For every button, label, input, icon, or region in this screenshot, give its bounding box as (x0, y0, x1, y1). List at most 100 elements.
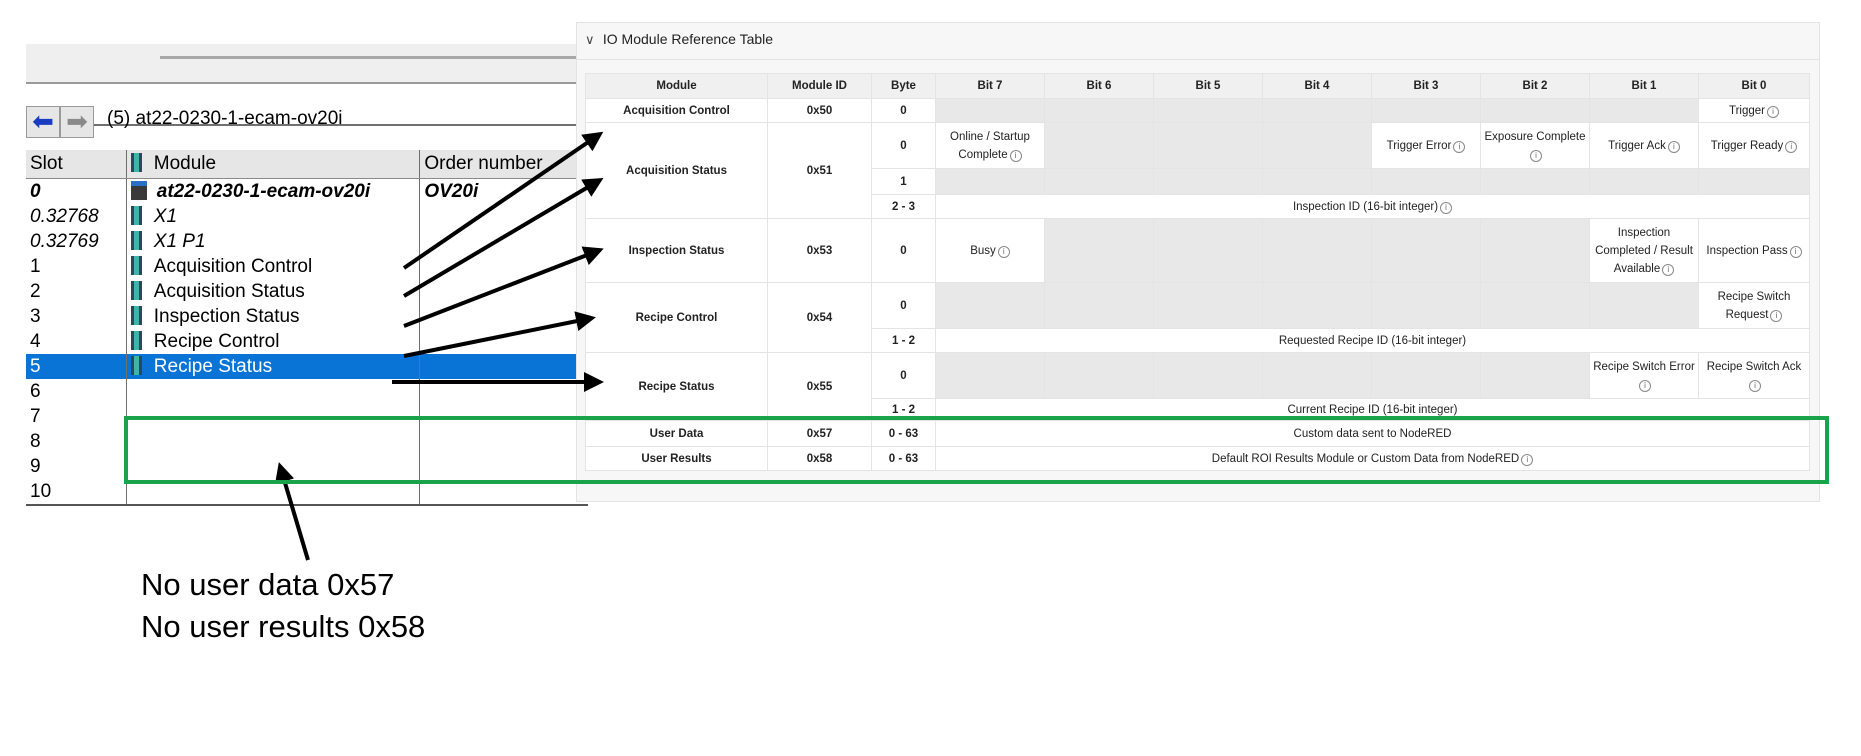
info-icon[interactable]: i (997, 245, 1010, 258)
info-icon[interactable]: i (1440, 201, 1453, 214)
table-row[interactable]: 0.32769 X1 P1 (26, 229, 588, 254)
module-id-cell: 0x55 (767, 352, 872, 421)
bit-label: Busy (970, 244, 996, 257)
module-cell: Recipe Control (126, 329, 421, 354)
slot-header[interactable]: Slot (26, 150, 127, 179)
module-icon (130, 305, 142, 325)
order-cell (420, 254, 588, 279)
order-cell (420, 279, 588, 304)
empty-bit-cell (935, 168, 1045, 195)
info-icon[interactable]: i (1667, 140, 1680, 153)
table-row-selected[interactable]: 5 Recipe Status (26, 354, 588, 379)
note-line-2: No user results 0x58 (141, 609, 426, 644)
empty-bit-cell (1262, 352, 1372, 399)
module-id-cell: 0x53 (767, 218, 872, 283)
span-cell: Default ROI Results Module or Custom Dat… (935, 446, 1810, 471)
module-header[interactable]: Module (126, 150, 421, 179)
bit-label: Recipe Switch Ack (1706, 360, 1802, 373)
table-row[interactable]: 2 Acquisition Status (26, 279, 588, 304)
slot-cell: 0.32768 (26, 204, 127, 229)
bit-label: Trigger Ack (1608, 139, 1666, 152)
table-header-row: Module Module ID Byte Bit 7 Bit 6 Bit 5 … (585, 73, 1810, 99)
empty-bit-cell (1044, 218, 1154, 283)
empty-bit-cell (1589, 168, 1699, 195)
order-cell (420, 304, 588, 329)
empty-bit-cell (1371, 168, 1481, 195)
byte-cell: 1 (871, 168, 936, 195)
order-cell (419, 479, 588, 506)
info-icon[interactable]: i (1453, 140, 1466, 153)
span-cell: Requested Recipe ID (16-bit integer) (935, 328, 1810, 353)
module-label: Recipe Status (153, 355, 273, 377)
empty-bit-cell (1262, 98, 1372, 123)
empty-bit-cell (1153, 168, 1263, 195)
column-header: Bit 0 (1698, 73, 1810, 99)
order-cell (420, 379, 588, 404)
module-label: X1 (153, 205, 178, 227)
empty-bit-cell (1044, 98, 1154, 123)
empty-bit-cell (1371, 352, 1481, 399)
empty-bit-cell (1262, 168, 1372, 195)
module-label: Recipe Control (153, 330, 280, 352)
empty-bit-cell (1698, 168, 1810, 195)
table-row[interactable]: 0.32768 X1 (26, 204, 588, 229)
divider (26, 124, 588, 126)
byte-cell: 0 (871, 122, 936, 169)
table-row[interactable]: 7 (26, 404, 588, 429)
empty-bit-cell (1044, 122, 1154, 169)
module-cell: X1 (126, 204, 421, 229)
order-number-header[interactable]: Order number (419, 150, 588, 179)
module-name-cell: Acquisition Status (585, 122, 768, 219)
table-row[interactable]: 4 Recipe Control (26, 329, 588, 354)
info-icon[interactable]: i (1770, 309, 1783, 322)
info-icon[interactable]: i (1521, 453, 1534, 466)
info-icon[interactable]: i (1009, 149, 1022, 162)
byte-cell: 0 (871, 98, 936, 123)
slot-cell: 8 (26, 429, 127, 454)
info-icon[interactable]: i (1530, 149, 1542, 162)
empty-bit-cell (1044, 282, 1154, 329)
bit-label: Inspection Pass (1706, 244, 1788, 257)
module-cell: Inspection Status (126, 304, 421, 329)
table-row[interactable]: 6 (26, 379, 588, 404)
table-row[interactable]: 1 Acquisition Control (26, 254, 588, 279)
empty-bit-cell (1153, 122, 1263, 169)
empty-bit-cell (1044, 168, 1154, 195)
table-row[interactable]: 3 Inspection Status (26, 304, 588, 329)
info-icon[interactable]: i (1789, 245, 1802, 258)
chevron-down-icon[interactable]: ∨ (585, 32, 595, 47)
info-icon[interactable]: i (1749, 379, 1761, 392)
byte-cell: 1 - 2 (871, 328, 936, 353)
order-cell (420, 229, 588, 254)
empty-bit-cell (1262, 122, 1372, 169)
module-label: Acquisition Control (153, 255, 313, 277)
slot-cell: 0 (26, 178, 127, 204)
info-icon[interactable]: i (1767, 105, 1779, 118)
forward-arrow-icon[interactable]: ➡ (60, 106, 94, 138)
slot-cell: 3 (26, 304, 127, 329)
rack-icon (130, 180, 147, 200)
empty-bit-cell (1589, 98, 1699, 123)
empty-bit-cell (1589, 282, 1699, 329)
info-icon[interactable]: i (1639, 379, 1651, 392)
back-arrow-icon[interactable]: ⬅ (26, 106, 60, 138)
module-label: Acquisition Status (153, 280, 305, 302)
order-cell (420, 454, 588, 479)
panel-header[interactable]: ∨ IO Module Reference Table (585, 31, 773, 55)
table-row: 1 - 2 Requested Recipe ID (16-bit intege… (586, 328, 1810, 353)
table-row[interactable]: 9 (26, 454, 588, 479)
info-icon[interactable]: i (1785, 140, 1798, 153)
info-icon[interactable]: i (1662, 263, 1675, 276)
splitter-line (160, 56, 588, 59)
table-row[interactable]: 10 (26, 479, 588, 506)
table-row[interactable]: 8 (26, 429, 588, 454)
module-id-cell: 0x57 (767, 420, 872, 447)
table-row[interactable]: 0 at22-0230-1-ecam-ov20i OV20i (26, 178, 588, 204)
slot-cell: 0.32769 (26, 229, 127, 254)
module-name-cell: Inspection Status (585, 218, 768, 283)
